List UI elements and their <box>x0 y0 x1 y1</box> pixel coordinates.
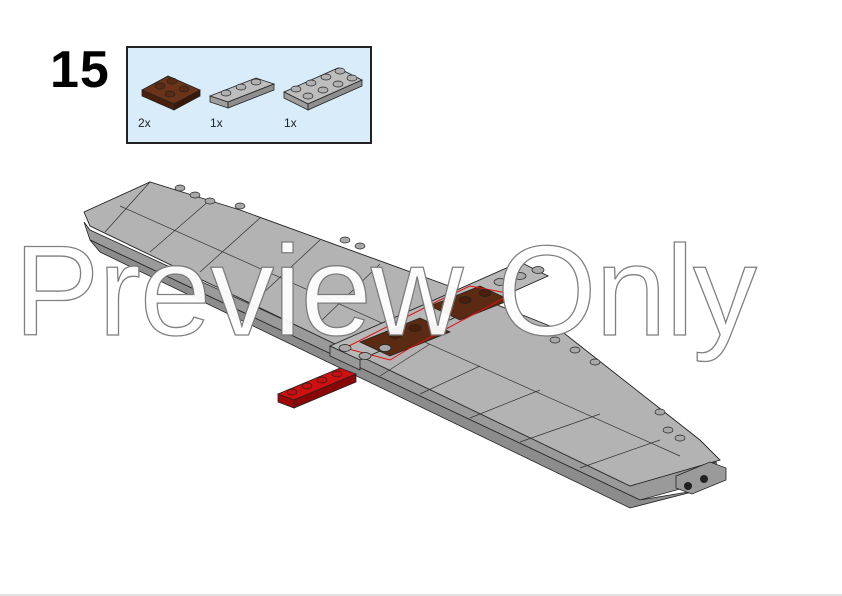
step-number: 15 <box>50 41 110 99</box>
parts-list-callout: 2x 1x 1x <box>126 46 372 144</box>
part-quantity: 2x <box>138 116 151 130</box>
part-quantity: 1x <box>284 116 297 130</box>
part-quantity: 1x <box>210 116 223 130</box>
gray-plate-2x4-icon <box>283 67 363 111</box>
brown-plate-2x2-icon <box>141 75 201 111</box>
page-bottom-divider <box>0 594 842 596</box>
gray-plate-1x3-icon <box>208 77 276 109</box>
preview-watermark: Preview Only <box>13 220 757 363</box>
